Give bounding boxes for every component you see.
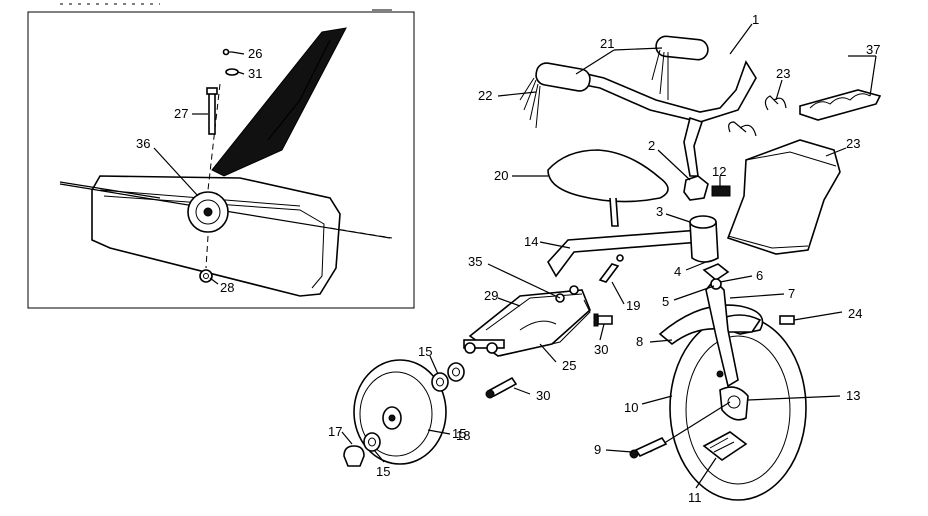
inset-detail-box <box>27 3 415 309</box>
callout-21a: 21 <box>600 36 614 51</box>
callout-11: 11 <box>688 490 702 505</box>
front-basket <box>726 139 841 255</box>
callout-5: 5 <box>662 294 669 309</box>
callout-17: 17 <box>328 424 342 439</box>
callout-29: 29 <box>484 288 498 303</box>
washer-15c <box>363 432 381 452</box>
callout-26: 26 <box>248 46 262 61</box>
callout-4: 4 <box>674 264 681 279</box>
callout-13: 13 <box>846 388 860 403</box>
callout-20: 20 <box>494 168 508 183</box>
inset-nut-28 <box>199 269 213 283</box>
screw-19 <box>598 263 620 283</box>
streamers <box>519 77 541 129</box>
leader-lines <box>153 23 877 489</box>
callout-14: 14 <box>524 234 538 249</box>
callout-7: 7 <box>788 286 795 301</box>
inset-handle-strip <box>211 27 347 177</box>
inset-housing <box>91 175 341 297</box>
callout-8: 8 <box>636 334 643 349</box>
callout-24: 24 <box>848 306 862 321</box>
callout-23b: 23 <box>846 136 860 151</box>
tray-37 <box>799 89 882 121</box>
callout-23a: 23 <box>776 66 790 81</box>
callout-10: 10 <box>624 400 638 415</box>
screw-30-upper <box>597 315 613 325</box>
callout-31: 31 <box>248 66 262 81</box>
stem-nut <box>683 175 709 201</box>
callout-22: 22 <box>478 88 492 103</box>
callout-30b: 30 <box>536 388 550 403</box>
inset-bolt-27 <box>208 91 216 135</box>
callout-18: 18 <box>456 428 470 443</box>
callout-labels: 1 2 3 4 5 6 7 8 9 10 11 12 13 14 15 15 1… <box>136 12 880 505</box>
callout-15c: 15 <box>376 464 390 479</box>
rear-axle <box>463 339 505 349</box>
handlebar-assembly <box>519 35 757 201</box>
rear-wheel <box>343 359 465 467</box>
washer-15b <box>447 362 465 382</box>
left-grip <box>535 62 591 92</box>
callout-27: 27 <box>174 106 188 121</box>
callout-12: 12 <box>712 164 726 179</box>
callout-15b: 15 <box>452 426 466 441</box>
callout-19: 19 <box>626 298 640 313</box>
callout-25: 25 <box>562 358 576 373</box>
frame <box>547 215 719 283</box>
handlebar <box>546 60 757 123</box>
callout-30a: 30 <box>594 342 608 357</box>
callout-36: 36 <box>136 136 150 151</box>
bolt-12 <box>711 185 731 197</box>
callout-1: 1 <box>752 12 759 27</box>
seat <box>547 149 669 227</box>
right-grip <box>655 35 709 61</box>
axle-cap-17 <box>343 445 365 467</box>
crank <box>719 386 749 421</box>
callout-28: 28 <box>220 280 234 295</box>
rear-deck <box>463 285 613 399</box>
bolt-9 <box>634 436 668 458</box>
handlebar-stem <box>683 116 704 177</box>
callout-37: 37 <box>866 42 880 57</box>
callout-6: 6 <box>756 268 763 283</box>
callout-9: 9 <box>594 442 601 457</box>
callout-3: 3 <box>656 204 663 219</box>
front-wheel-assembly <box>629 263 807 501</box>
washer-15a <box>431 372 449 392</box>
basket-clips <box>728 95 787 137</box>
callout-15a: 15 <box>418 344 432 359</box>
callout-2: 2 <box>648 138 655 153</box>
callout-35: 35 <box>468 254 482 269</box>
bolt-24 <box>779 315 795 325</box>
